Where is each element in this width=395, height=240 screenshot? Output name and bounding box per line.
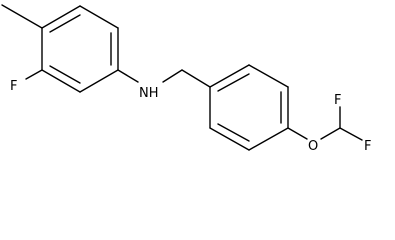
ring-left: [41, 5, 119, 93]
bond-ring-o: [287, 127, 308, 140]
structure-diagram: F NH O F F: [1, 4, 371, 152]
bond-chf2-f-right: [339, 127, 363, 141]
amine-label: NH: [139, 86, 159, 101]
ring-right: [209, 64, 289, 151]
oxygen-label: O: [308, 139, 318, 152]
fluorine-label: F: [10, 79, 17, 94]
bond-methyl: [1, 4, 43, 29]
bond-o-chf2: [320, 127, 341, 140]
bond-c-f: [25, 69, 43, 80]
bond-n-ch2: [162, 69, 183, 83]
molecule-drawing: F NH O F F: [1, 4, 371, 152]
difluoro-f-right-label: F: [364, 139, 371, 152]
bond-ring-n: [117, 69, 139, 83]
difluoro-f-top-label: F: [334, 93, 341, 108]
bond-ch2-ring: [181, 69, 211, 88]
